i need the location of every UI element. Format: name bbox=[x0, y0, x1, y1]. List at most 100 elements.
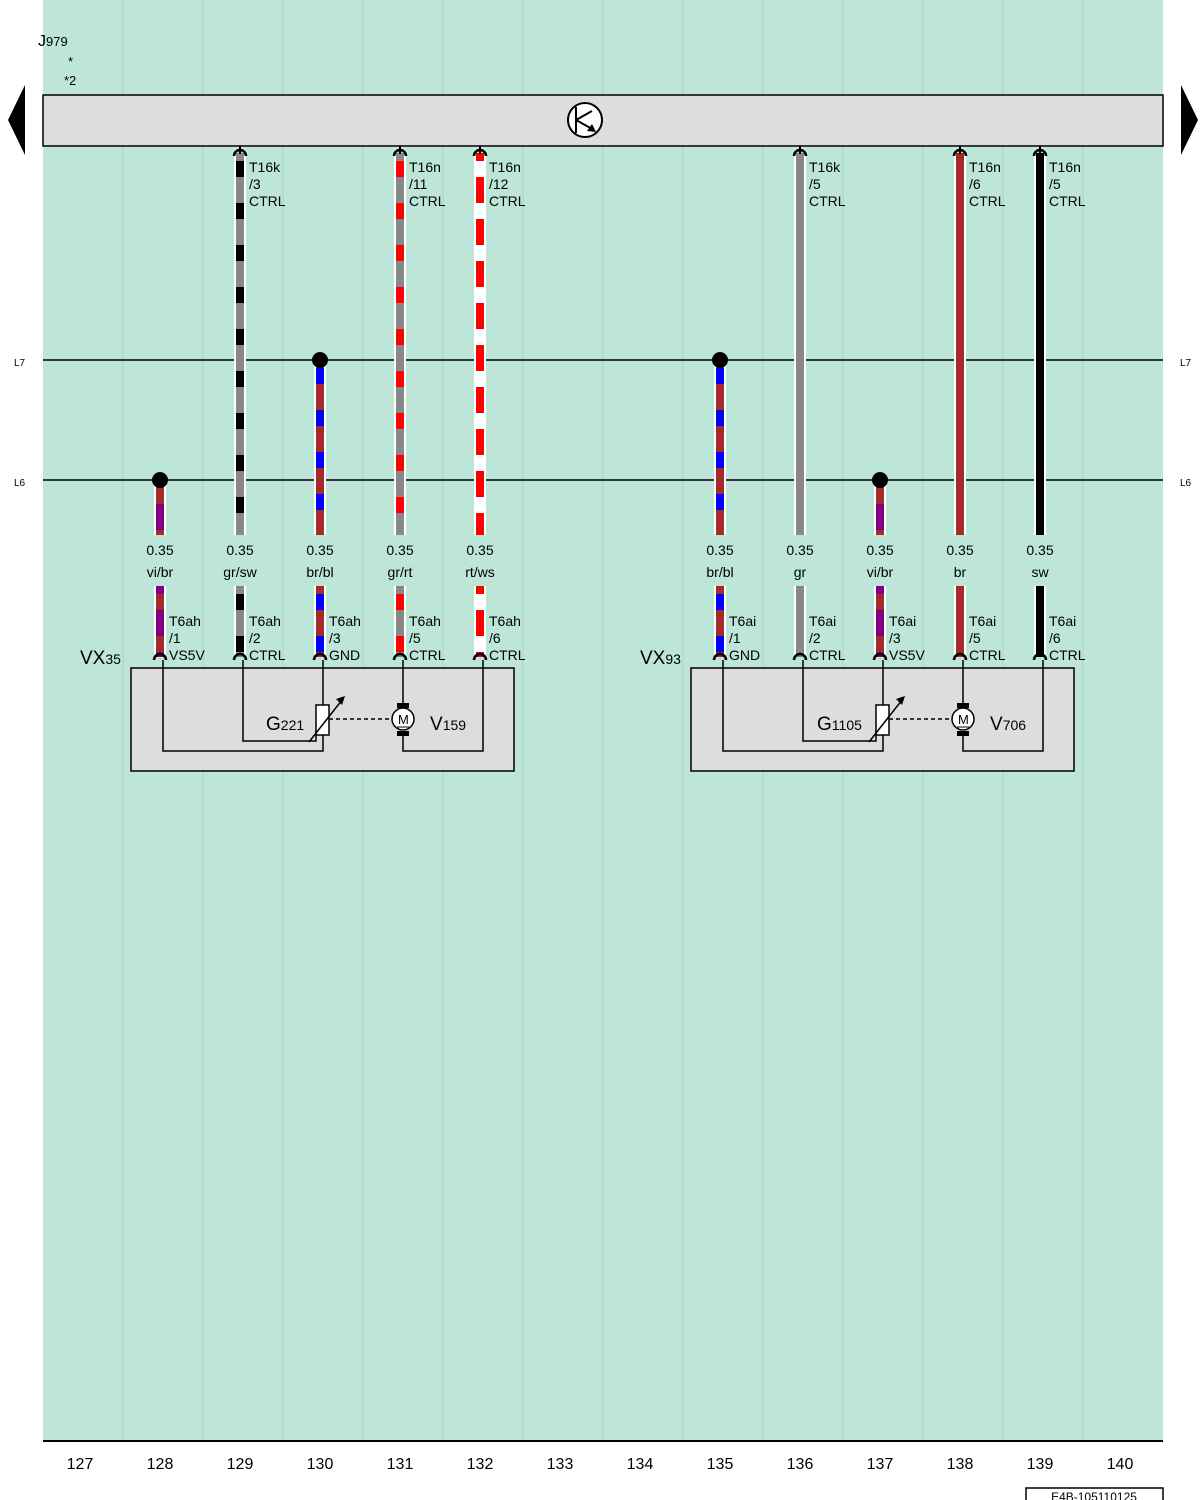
potentiometer-icon bbox=[308, 696, 345, 743]
wire-stripe bbox=[876, 488, 884, 504]
wire-stripe bbox=[876, 594, 884, 610]
wire-stripe bbox=[476, 413, 484, 429]
wire-core bbox=[876, 586, 884, 657]
connector-icon bbox=[312, 652, 328, 661]
component-vx93-label: VX93 bbox=[640, 648, 681, 669]
vx93-circuit-gnd bbox=[722, 660, 884, 752]
wire-core bbox=[476, 586, 484, 657]
wire-stripe bbox=[876, 530, 884, 535]
wire-size-label: 0.35 bbox=[706, 542, 733, 558]
footer-code: E4B-105110125 bbox=[1051, 1490, 1137, 1500]
wire-stripe bbox=[716, 494, 724, 510]
rail-l6-label-left: L6 bbox=[14, 478, 26, 489]
bottom-connector-pin: /5 bbox=[409, 630, 421, 646]
wire-stripe bbox=[716, 594, 724, 610]
splice-dot bbox=[712, 352, 728, 368]
wire-core bbox=[716, 586, 724, 657]
splice-dot bbox=[152, 472, 168, 488]
wire-stripe bbox=[236, 413, 244, 429]
wire-size-label: 0.35 bbox=[786, 542, 813, 558]
page-forward-icon[interactable] bbox=[1181, 85, 1198, 155]
wire-stripe bbox=[396, 636, 404, 652]
footer-code-box: E4B-105110125 bbox=[1025, 1487, 1164, 1500]
top-connector-signal: CTRL bbox=[409, 193, 446, 209]
wire-size-label: 0.35 bbox=[146, 542, 173, 558]
wire-core bbox=[396, 586, 404, 657]
wire-stripe bbox=[476, 329, 484, 345]
wire-size-label: 0.35 bbox=[386, 542, 413, 558]
wire-stripe bbox=[316, 594, 324, 610]
wire-color-label: sw bbox=[1031, 564, 1049, 580]
bottom-connector-pin: /3 bbox=[329, 630, 341, 646]
wire-stripe bbox=[396, 413, 404, 429]
wires: 0.35vi/brT6ah/1VS5VT16k/3CTRL0.35gr/swT6… bbox=[146, 146, 1086, 663]
bottom-connector-pin: /5 bbox=[969, 630, 981, 646]
column-number: 131 bbox=[387, 1456, 414, 1473]
wire-stripe bbox=[476, 594, 484, 610]
top-connector-pin: /3 bbox=[249, 176, 261, 192]
column-number: 127 bbox=[67, 1456, 94, 1473]
motor-label-v706: V706 bbox=[990, 714, 1026, 735]
bottom-connector-signal: GND bbox=[729, 647, 760, 663]
column-number: 134 bbox=[627, 1456, 654, 1473]
wire-core bbox=[156, 586, 164, 657]
bottom-connector-pin: /2 bbox=[809, 630, 821, 646]
bottom-connector-pin: /6 bbox=[489, 630, 501, 646]
bottom-connector-pin: /1 bbox=[169, 630, 181, 646]
wire-stripe bbox=[156, 636, 164, 652]
wire-core bbox=[956, 153, 964, 535]
bottom-connector-signal: CTRL bbox=[489, 647, 526, 663]
top-connector-signal: CTRL bbox=[809, 193, 846, 209]
wire-color-label: gr/rt bbox=[388, 564, 413, 580]
rail-l6-label-right: L6 bbox=[1180, 478, 1192, 489]
wire-stripe bbox=[716, 636, 724, 652]
column-number: 132 bbox=[467, 1456, 494, 1473]
connector-icon bbox=[1032, 652, 1048, 661]
component-vx35-label: VX35 bbox=[80, 648, 121, 669]
connector-icon bbox=[232, 652, 248, 661]
motor-label-v159: V159 bbox=[430, 714, 466, 735]
bottom-connector-label: T6ai bbox=[809, 613, 836, 629]
column-number: 138 bbox=[947, 1456, 974, 1473]
motor-icon: M bbox=[951, 703, 975, 736]
wire-stripe bbox=[396, 371, 404, 387]
wire-stripe bbox=[396, 329, 404, 345]
column-number: 137 bbox=[867, 1456, 894, 1473]
bottom-connector-pin: /2 bbox=[249, 630, 261, 646]
rail-l7-label-left: L7 bbox=[14, 358, 26, 369]
connector-icon bbox=[952, 652, 968, 661]
wire-stripe bbox=[316, 368, 324, 384]
sensor-label-g1105: G1105 bbox=[817, 714, 862, 735]
wire-core bbox=[796, 153, 804, 535]
bottom-connector-signal: GND bbox=[329, 647, 360, 663]
wire-stripe bbox=[396, 245, 404, 261]
bus-note-ref: *2 bbox=[64, 73, 76, 88]
connector-icon bbox=[872, 652, 888, 661]
vx93-circuit-motor-b bbox=[962, 660, 1044, 752]
splice-dot bbox=[312, 352, 328, 368]
bottom-connector-label: T6ah bbox=[489, 613, 521, 629]
wire-stripe bbox=[476, 245, 484, 261]
column-number: 136 bbox=[787, 1456, 814, 1473]
wire-core bbox=[156, 480, 164, 535]
top-connector-label: T16n bbox=[1049, 159, 1081, 175]
wire-stripe bbox=[236, 245, 244, 261]
bottom-connector-label: T6ah bbox=[409, 613, 441, 629]
connector-icon bbox=[392, 652, 408, 661]
bus-note-star: * bbox=[68, 54, 73, 69]
column-number: 130 bbox=[307, 1456, 334, 1473]
wire-stripe bbox=[236, 329, 244, 345]
top-connector-label: T16n bbox=[409, 159, 441, 175]
bottom-connector-label: T6ai bbox=[1049, 613, 1076, 629]
wire-stripe bbox=[476, 287, 484, 303]
top-connector-label: T16k bbox=[809, 159, 841, 175]
bottom-connector-signal: VS5V bbox=[169, 647, 205, 663]
page-back-icon[interactable] bbox=[8, 85, 25, 155]
